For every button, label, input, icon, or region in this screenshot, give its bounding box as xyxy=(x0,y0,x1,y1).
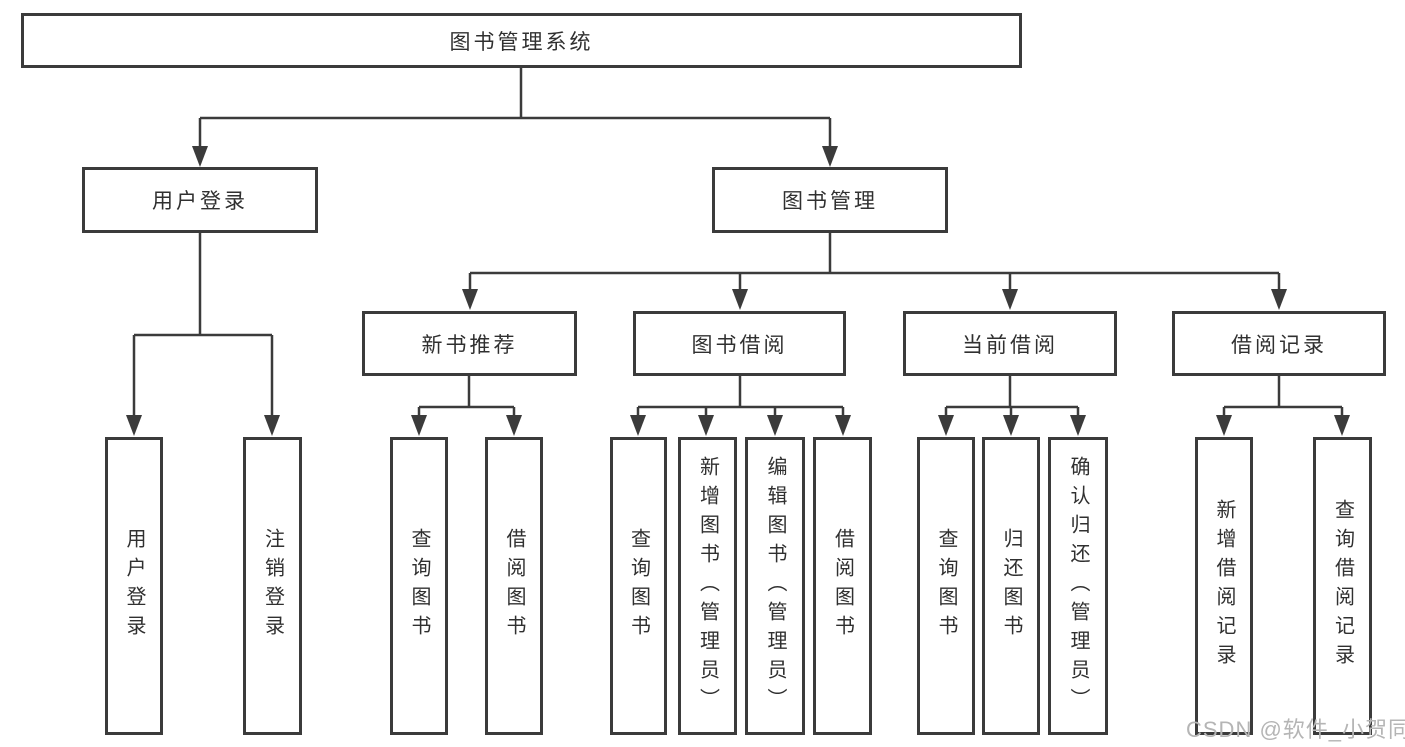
node-label: 用户登录 xyxy=(123,528,145,644)
node-label: 编辑图书（管理员） xyxy=(764,455,786,717)
node-user-login-branch: 用户登录 xyxy=(82,167,318,233)
node-current-borrowing: 当前借阅 xyxy=(903,311,1117,376)
node-label: 用户登录 xyxy=(152,190,248,213)
node-label: 新增图书（管理员） xyxy=(696,455,719,717)
csdn-watermark: CSDN @软件_小贺同学 xyxy=(1186,717,1405,742)
node-leaf-return-books: 归还图书 xyxy=(982,437,1040,735)
node-label: 图书管理 xyxy=(782,190,878,213)
connector-root-to-level2 xyxy=(198,68,832,150)
node-leaf-borrow-books-1: 借阅图书 xyxy=(485,437,543,735)
arrowhead-icon xyxy=(506,415,522,436)
node-leaf-borrow-books-2: 借阅图书 xyxy=(813,437,872,735)
arrowhead-icon xyxy=(1216,415,1232,436)
node-label: 确认归还（管理员） xyxy=(1067,455,1089,717)
arrowhead-icon xyxy=(698,415,714,436)
node-label: 查询图书 xyxy=(408,528,430,644)
arrowhead-icon xyxy=(192,146,208,167)
connector-borrowrecord-to-leaves xyxy=(1222,376,1344,419)
node-label: 新书推荐 xyxy=(421,333,518,357)
arrowhead-icon xyxy=(1271,289,1287,310)
node-leaf-logout-login: 注销登录 xyxy=(243,437,302,735)
node-label: 新增借阅记录 xyxy=(1213,499,1235,673)
arrowhead-icon xyxy=(732,289,748,310)
connector-newbook-to-leaves xyxy=(417,376,516,419)
node-label: 查询借阅记录 xyxy=(1331,499,1354,673)
connector-strokes xyxy=(132,68,1344,419)
node-book-management-branch: 图书管理 xyxy=(712,167,948,233)
arrowhead-icon xyxy=(1334,415,1350,436)
node-leaf-query-borrow-record: 查询借阅记录 xyxy=(1313,437,1372,735)
node-leaf-confirm-return-admin: 确认归还（管理员） xyxy=(1048,437,1108,735)
node-borrow-records: 借阅记录 xyxy=(1172,311,1386,376)
connector-bookborrow-to-leaves xyxy=(636,376,845,419)
node-label: 归还图书 xyxy=(1000,528,1022,644)
node-leaf-add-book-admin: 新增图书（管理员） xyxy=(678,437,737,735)
connector-bookmgmt-to-level3 xyxy=(468,233,1281,293)
node-leaf-edit-book-admin: 编辑图书（管理员） xyxy=(745,437,805,735)
node-label: 借阅图书 xyxy=(831,528,854,644)
node-leaf-query-books-3: 查询图书 xyxy=(917,437,975,735)
node-leaf-query-books-1: 查询图书 xyxy=(390,437,448,735)
node-label: 查询图书 xyxy=(627,528,650,644)
node-label: 借阅图书 xyxy=(503,528,525,644)
arrowhead-icon xyxy=(938,415,954,436)
node-leaf-add-borrow-record: 新增借阅记录 xyxy=(1195,437,1253,735)
node-leaf-user-login: 用户登录 xyxy=(105,437,163,735)
node-new-book-recommend: 新书推荐 xyxy=(362,311,577,376)
arrowhead-icon xyxy=(630,415,646,436)
arrowhead-icons xyxy=(126,146,1350,436)
arrowhead-icon xyxy=(1003,415,1019,436)
node-label: 当前借阅 xyxy=(962,333,1058,357)
arrowhead-icon xyxy=(1002,289,1018,310)
node-label: 借阅记录 xyxy=(1231,333,1327,357)
arrowhead-icon xyxy=(767,415,783,436)
arrowhead-icon xyxy=(411,415,427,436)
node-label: 注销登录 xyxy=(261,528,284,644)
node-label: 图书借阅 xyxy=(691,333,788,357)
arrowhead-icon xyxy=(126,415,142,436)
node-library-management-system: 图书管理系统 xyxy=(21,13,1022,68)
arrowhead-icon xyxy=(1070,415,1086,436)
arrowhead-icon xyxy=(835,415,851,436)
node-label: 图书管理系统 xyxy=(449,30,594,54)
arrowhead-icon xyxy=(822,146,838,167)
node-leaf-query-books-2: 查询图书 xyxy=(610,437,667,735)
node-book-borrowing: 图书借阅 xyxy=(633,311,846,376)
connector-userlogin-to-leaves xyxy=(132,233,274,419)
connector-currentborrow-to-leaves xyxy=(944,376,1080,419)
arrowhead-icon xyxy=(264,415,280,436)
node-label: 查询图书 xyxy=(935,528,957,644)
arrowhead-icon xyxy=(462,289,478,310)
